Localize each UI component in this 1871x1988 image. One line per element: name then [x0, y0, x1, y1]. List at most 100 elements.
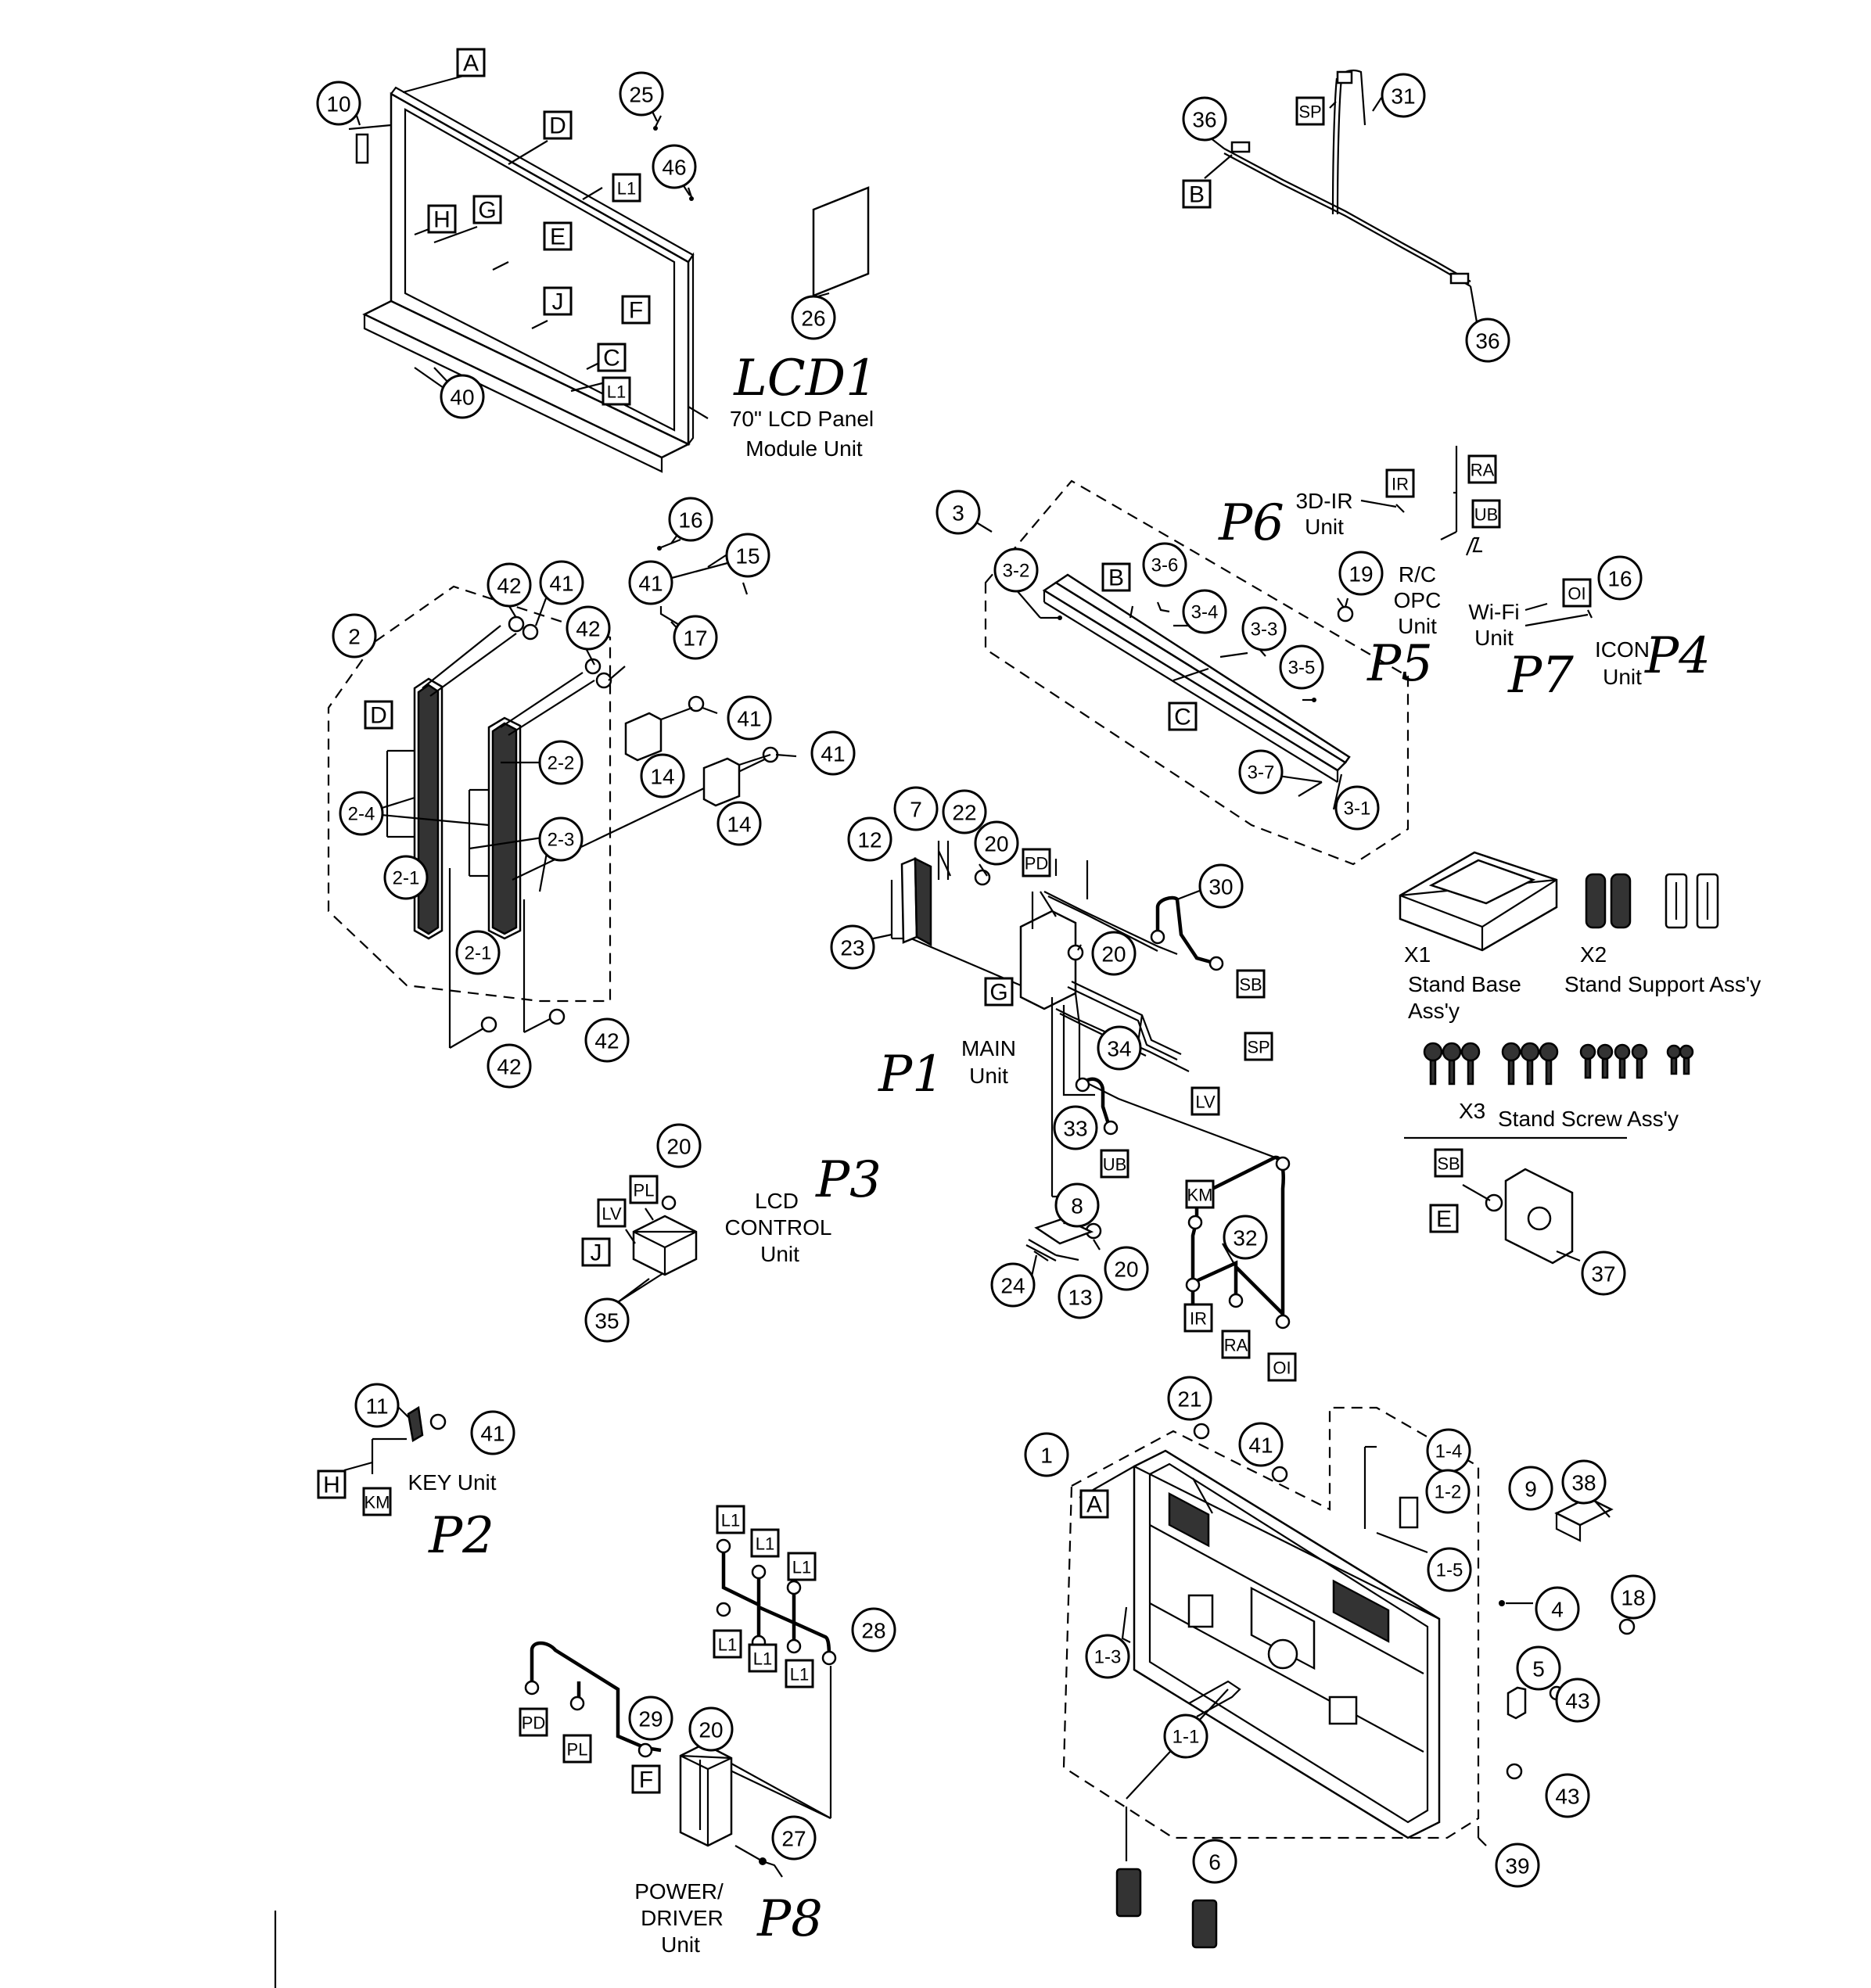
svg-text:LCD: LCD	[755, 1189, 799, 1213]
callout-number: 18	[1621, 1586, 1645, 1610]
callout-6: 6	[1192, 1839, 1237, 1884]
hw-lcd1: LCD1	[733, 350, 878, 407]
svg-text:Stand Base: Stand Base	[1408, 972, 1521, 996]
connector-label: A	[463, 51, 479, 77]
connector-ub: UB	[1100, 1149, 1129, 1179]
connector-label: L1	[753, 1649, 772, 1669]
connector-pd: PD	[1022, 848, 1051, 877]
callout-37: 37	[1581, 1251, 1626, 1296]
callout-36: 36	[1465, 318, 1510, 363]
callout-number: 41	[638, 572, 663, 596]
callout-number: 2-1	[393, 868, 420, 889]
label-x2: X2	[1580, 942, 1607, 967]
callout-number: 31	[1391, 84, 1415, 109]
callout-number: 3-6	[1151, 555, 1179, 576]
callout-number: 11	[365, 1394, 388, 1419]
callout-41: 41	[1238, 1422, 1284, 1467]
callout-5: 5	[1516, 1645, 1561, 1691]
callout-number: 41	[737, 707, 761, 731]
svg-text:DRIVER: DRIVER	[641, 1906, 724, 1930]
callout-32: 32	[1223, 1215, 1268, 1260]
connector-label: J	[591, 1240, 602, 1266]
svg-text:Stand Screw Ass'y: Stand Screw Ass'y	[1498, 1107, 1679, 1131]
label-power-unit-line3: Unit	[661, 1932, 700, 1957]
callout-3-2: 3-2	[993, 547, 1039, 593]
callout-number: 39	[1505, 1854, 1529, 1879]
connector-label: UB	[1474, 505, 1499, 525]
part-18	[1618, 1618, 1636, 1635]
svg-text:Unit: Unit	[1474, 626, 1514, 650]
svg-text:LCD1: LCD1	[733, 350, 878, 407]
callout-41: 41	[810, 730, 856, 776]
callout-3-3: 3-3	[1241, 606, 1287, 651]
connector-l1: L1	[713, 1629, 742, 1659]
callout-1-1: 1-1	[1163, 1713, 1208, 1759]
connector-label: H	[433, 207, 451, 233]
callout-21: 21	[1167, 1376, 1212, 1421]
connector-label: PD	[522, 1713, 546, 1733]
callout-number: 3-5	[1288, 658, 1316, 679]
callout-14: 14	[640, 753, 685, 798]
callout-3-6: 3-6	[1142, 542, 1187, 587]
connector-label: PL	[634, 1181, 655, 1200]
callout-42: 42	[584, 1017, 630, 1063]
callout-number: 12	[857, 828, 882, 852]
label-stand-support: Stand Support Ass'y	[1564, 972, 1761, 996]
svg-text:X3: X3	[1459, 1099, 1485, 1123]
callout-43: 43	[1555, 1678, 1600, 1723]
connector-g: G	[984, 977, 1014, 1007]
callout-16: 16	[1597, 555, 1643, 601]
callout-number: 46	[662, 156, 686, 180]
connector-label: E	[550, 224, 566, 250]
callout-20: 20	[688, 1706, 734, 1752]
cable-30	[1150, 895, 1224, 971]
hw-p3: P3	[815, 1151, 882, 1209]
connector-label: C	[603, 346, 620, 371]
label-key-unit: KEY Unit	[408, 1470, 496, 1495]
cable-32	[1185, 1155, 1291, 1330]
callout-39: 39	[1495, 1843, 1540, 1888]
callout-number: 42	[576, 617, 600, 641]
connector-label: LV	[1195, 1093, 1216, 1112]
svg-text:Ass'y: Ass'y	[1408, 999, 1460, 1023]
callout-number: 2-2	[548, 753, 575, 774]
callout-number: 42	[497, 1055, 521, 1079]
callout-2-3: 2-3	[538, 816, 584, 862]
connector-label: A	[1086, 1492, 1102, 1518]
svg-text:Unit: Unit	[969, 1064, 1008, 1088]
svg-text:70" LCD Panel: 70" LCD Panel	[730, 407, 874, 431]
callout-number: 17	[683, 626, 707, 651]
connector-j: J	[581, 1237, 611, 1267]
callout-number: 7	[910, 798, 922, 822]
label-wifi-unit-line2: Unit	[1474, 626, 1514, 650]
callout-28: 28	[851, 1607, 896, 1652]
connector-label: KM	[365, 1493, 390, 1513]
callout-number: 6	[1208, 1850, 1221, 1875]
callout-36: 36	[1182, 96, 1227, 142]
callout-number: 33	[1063, 1117, 1087, 1141]
callout-2: 2	[332, 613, 377, 658]
connector-ra: RA	[1221, 1330, 1251, 1359]
label-lcd-control-line1: LCD	[755, 1189, 799, 1213]
power-driver-unit	[679, 1726, 831, 1878]
lcd-control-unit	[617, 1195, 698, 1303]
cable-31	[1204, 70, 1471, 287]
callout-13: 13	[1058, 1274, 1103, 1319]
callout-number: 5	[1532, 1657, 1545, 1681]
connector-e: E	[543, 221, 573, 251]
connector-pd: PD	[519, 1707, 548, 1737]
connector-label: D	[549, 113, 566, 139]
svg-text:R/C: R/C	[1399, 562, 1436, 587]
hw-p6: P6	[1218, 494, 1284, 552]
callout-number: 16	[678, 508, 702, 533]
callout-11: 11	[354, 1383, 400, 1428]
connector-label: PD	[1025, 854, 1049, 874]
callout-43: 43	[1545, 1773, 1590, 1818]
callout-number: 1-2	[1435, 1482, 1462, 1503]
callout-number: 4	[1551, 1598, 1564, 1622]
svg-text:ICON: ICON	[1595, 637, 1650, 662]
callout-number: 14	[727, 813, 751, 837]
svg-text:Stand Support Ass'y: Stand Support Ass'y	[1564, 972, 1761, 996]
connector-f: F	[621, 295, 651, 325]
callout-number: 20	[1114, 1258, 1138, 1282]
